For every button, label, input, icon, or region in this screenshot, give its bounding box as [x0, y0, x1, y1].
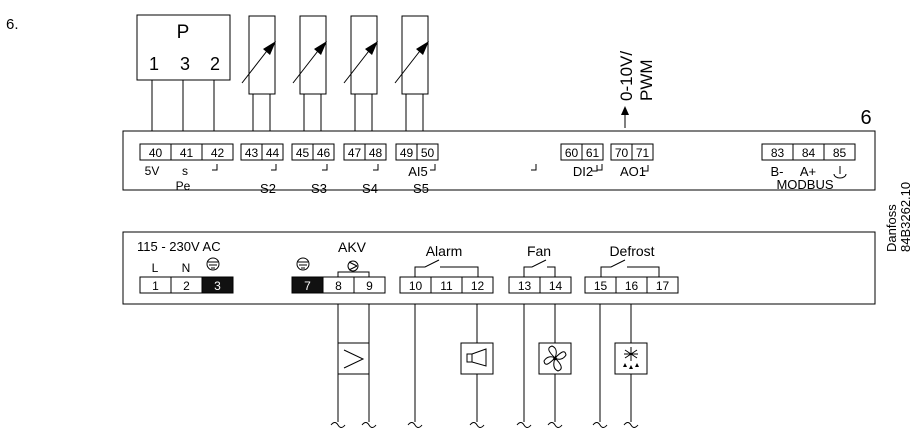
- reference-line2: 84B3262.10: [898, 182, 913, 252]
- terminal-14: 14: [549, 279, 563, 293]
- alarm-horn-icon: [460, 342, 494, 375]
- label-5v: 5V: [145, 164, 160, 178]
- label-di2: DI2: [573, 164, 593, 179]
- fan-relay-contact: [523, 259, 556, 277]
- label-s4: S4: [362, 181, 378, 196]
- terminal-60: 60: [565, 146, 579, 160]
- label-fan: Fan: [527, 243, 551, 259]
- terminal-61: 61: [586, 146, 600, 160]
- terminal-45: 45: [296, 146, 310, 160]
- terminal-71: 71: [636, 146, 650, 160]
- terminal-12: 12: [471, 279, 485, 293]
- terminal-83: 83: [771, 146, 785, 160]
- ground-marks: [212, 164, 603, 171]
- defrost-heater-icon: [614, 342, 648, 375]
- terminal-85: 85: [833, 146, 847, 160]
- terminal-84: 84: [802, 146, 816, 160]
- pressure-transmitter: P 1 3 2: [136, 14, 231, 143]
- terminal-16: 16: [625, 279, 639, 293]
- terminal-49: 49: [400, 146, 414, 160]
- terminal-43: 43: [245, 146, 259, 160]
- terminal-15: 15: [594, 279, 608, 293]
- label-a-plus: A+: [800, 164, 816, 179]
- ac-tilde-icons: [330, 422, 639, 428]
- sensor-s5-icon: [394, 15, 429, 143]
- terminal-11: 11: [440, 279, 453, 293]
- terminal-9: 9: [366, 279, 373, 293]
- supply-n: N: [182, 261, 191, 275]
- earth-icon: [206, 257, 220, 271]
- reference-line1: Danfoss: [884, 204, 899, 252]
- terminal-50: 50: [421, 146, 435, 160]
- analog-output-label: 0-10V/ PWM: [617, 51, 656, 128]
- pressure-pin-1: 1: [149, 54, 159, 74]
- valve-symbol-icon: [337, 260, 370, 277]
- terminal-47: 47: [348, 146, 362, 160]
- label-ai5: AI5: [408, 164, 428, 179]
- label-alarm: Alarm: [426, 243, 463, 259]
- pressure-pin-2: 2: [210, 54, 220, 74]
- terminal-7: 7: [304, 279, 311, 293]
- pressure-label: P: [177, 22, 190, 43]
- fan-icon: [538, 342, 572, 375]
- terminal-10: 10: [409, 279, 423, 293]
- terminal-2: 2: [183, 279, 190, 293]
- terminal-40: 40: [149, 146, 163, 160]
- sensor-s4-icon: [343, 15, 378, 143]
- upper-terminal-strip: 40 41 42 43 44 45 46 47 48 49 50 60 61 7…: [139, 143, 856, 161]
- ground-mark-ao1: [643, 165, 649, 172]
- label-s: s: [182, 164, 188, 178]
- arrow-up-icon: [621, 106, 629, 115]
- analog-output-line2: PWM: [637, 59, 656, 101]
- terminal-8: 8: [335, 279, 342, 293]
- terminal-46: 46: [317, 146, 331, 160]
- alarm-relay-contact: [414, 259, 479, 277]
- terminal-41: 41: [180, 146, 194, 160]
- shield-icon: [833, 166, 847, 179]
- step-number: 6.: [6, 16, 19, 33]
- label-s3: S3: [311, 181, 327, 196]
- ground-mark-di2: [592, 165, 598, 172]
- label-modbus: MODBUS: [776, 177, 833, 192]
- label-ao1: AO1: [620, 164, 646, 179]
- label-defrost: Defrost: [609, 243, 654, 259]
- label-s5: S5: [413, 181, 429, 196]
- pressure-pin-3: 3: [180, 54, 190, 74]
- terminal-42: 42: [211, 146, 225, 160]
- defrost-relay-contact: [600, 259, 660, 277]
- terminal-48: 48: [369, 146, 383, 160]
- supply-label: 115 - 230V AC: [137, 239, 221, 254]
- terminal-13: 13: [518, 279, 532, 293]
- label-akv: AKV: [338, 239, 367, 255]
- lower-module-frame: [122, 231, 876, 305]
- sensor-s3-icon: [292, 15, 327, 143]
- terminal-3: 3: [214, 279, 221, 293]
- label-b-minus: B-: [771, 164, 784, 179]
- label-pe: Pe: [176, 179, 191, 193]
- terminal-44: 44: [266, 146, 280, 160]
- terminal-1: 1: [152, 279, 159, 293]
- lower-terminal-strip: 1 2 3 7 8 9 10 11 12 13 14 15 16 17: [139, 276, 679, 294]
- supply-l: L: [152, 261, 159, 275]
- module-number: 6: [860, 107, 871, 129]
- label-s2: S2: [260, 181, 276, 196]
- valve-coil-icon: [337, 342, 370, 375]
- terminal-70: 70: [615, 146, 629, 160]
- earth-icon-valve: [296, 257, 310, 271]
- sensor-s2-icon: [241, 15, 276, 143]
- terminal-17: 17: [656, 279, 670, 293]
- analog-output-line1: 0-10V/: [617, 51, 636, 101]
